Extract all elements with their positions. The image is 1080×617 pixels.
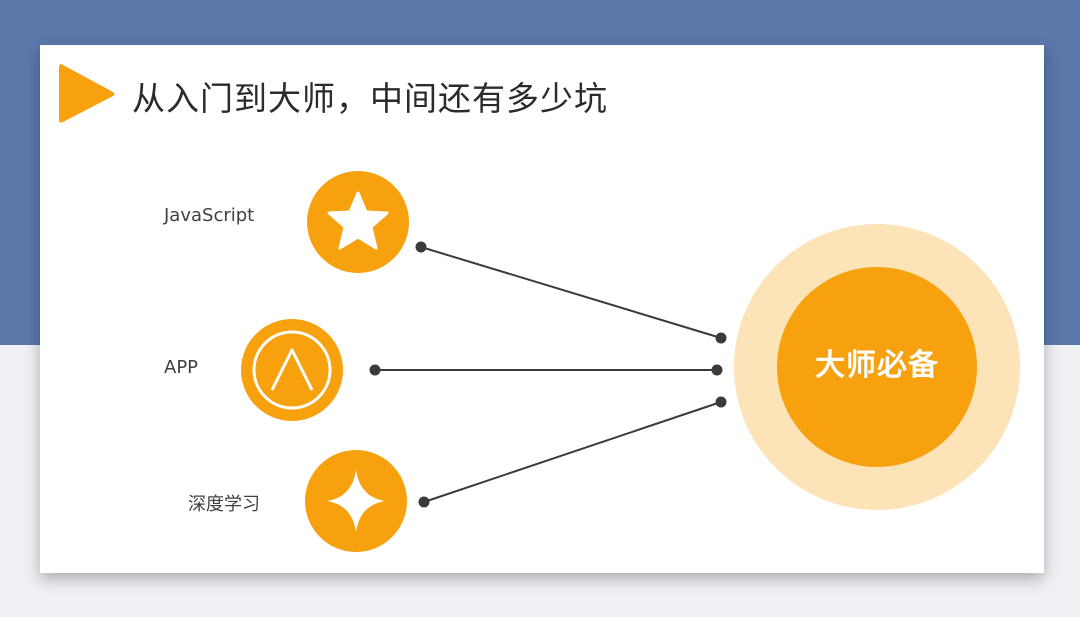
node-app: [241, 319, 343, 421]
connector-dot: [711, 364, 723, 376]
label-deep-learning: 深度学习: [188, 494, 260, 515]
star-icon: [327, 191, 389, 250]
node-deep-learning: [305, 450, 407, 552]
play-arrow-icon: [59, 64, 115, 123]
connector-line-deep-learning: [423, 401, 722, 503]
connector-dot: [415, 241, 427, 253]
label-javascript: JavaScript: [164, 205, 255, 226]
slide-card: 从入门到大师，中间还有多少坑: [40, 45, 1044, 573]
hub-label: 大师必备: [815, 348, 939, 383]
connector-dot: [715, 332, 727, 344]
four-point-star-icon: [327, 470, 385, 532]
connector-dot: [418, 496, 430, 508]
connector-dot: [369, 364, 381, 376]
hub-node: [734, 224, 1020, 510]
slide-title: 从入门到大师，中间还有多少坑: [132, 79, 608, 118]
chevron-up-icon: [270, 348, 314, 391]
diagram-canvas: [241, 171, 1020, 552]
node-javascript: [307, 171, 409, 273]
connector-dot: [715, 396, 727, 408]
connector-line-javascript: [420, 246, 722, 339]
label-app: APP: [164, 357, 199, 378]
